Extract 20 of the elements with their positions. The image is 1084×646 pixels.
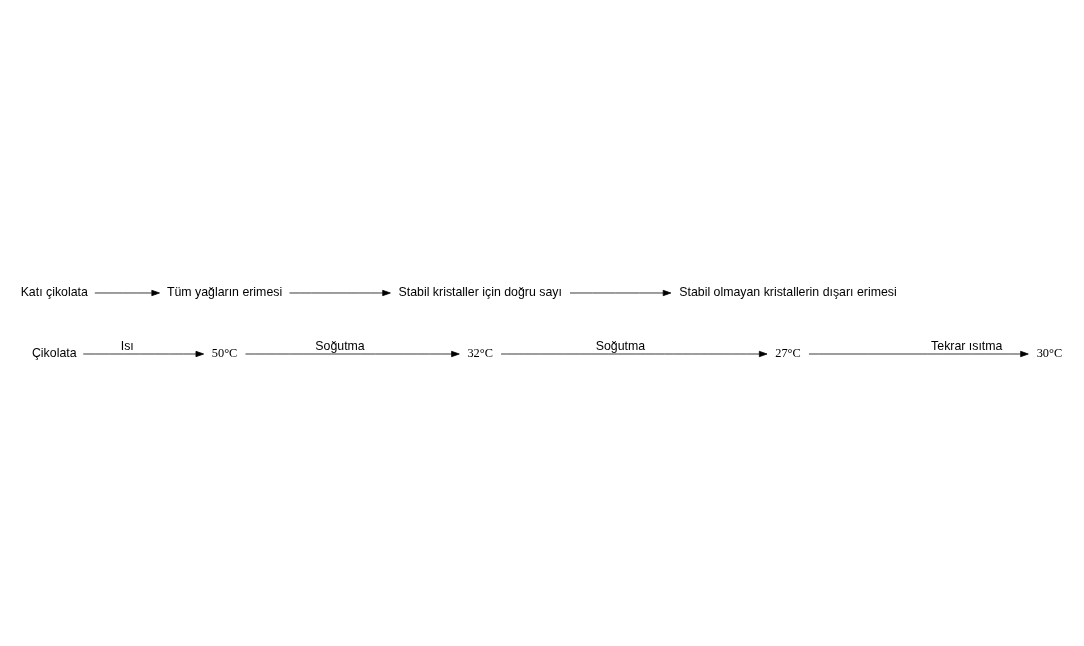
node-text: 27°C (775, 345, 801, 360)
node-text: 50°C (211, 345, 238, 360)
edge-label: Isı (120, 338, 134, 353)
arrow (808, 350, 1029, 357)
arrow (245, 350, 460, 357)
arrow (289, 289, 391, 296)
edge-label: Tekrar ısıtma (931, 338, 1003, 353)
arrow (82, 350, 205, 357)
arrow (500, 350, 768, 357)
node-text: 30°C (1036, 345, 1063, 360)
edge-label: Soğutma (315, 338, 365, 353)
node-text: Çikolata (31, 345, 77, 360)
node-text: Stabil olmayan kristallerin dışarı erimesi (679, 284, 897, 299)
node-text: Stabil kristaller için doğru sayı (398, 284, 562, 299)
arrow (569, 289, 672, 296)
node-text: 32°C (467, 345, 493, 360)
node-text: Tüm yağların erimesi (166, 284, 283, 299)
node-text: Katı çikolata (20, 284, 88, 299)
edge-label: Soğutma (595, 338, 646, 353)
arrow (94, 289, 160, 296)
